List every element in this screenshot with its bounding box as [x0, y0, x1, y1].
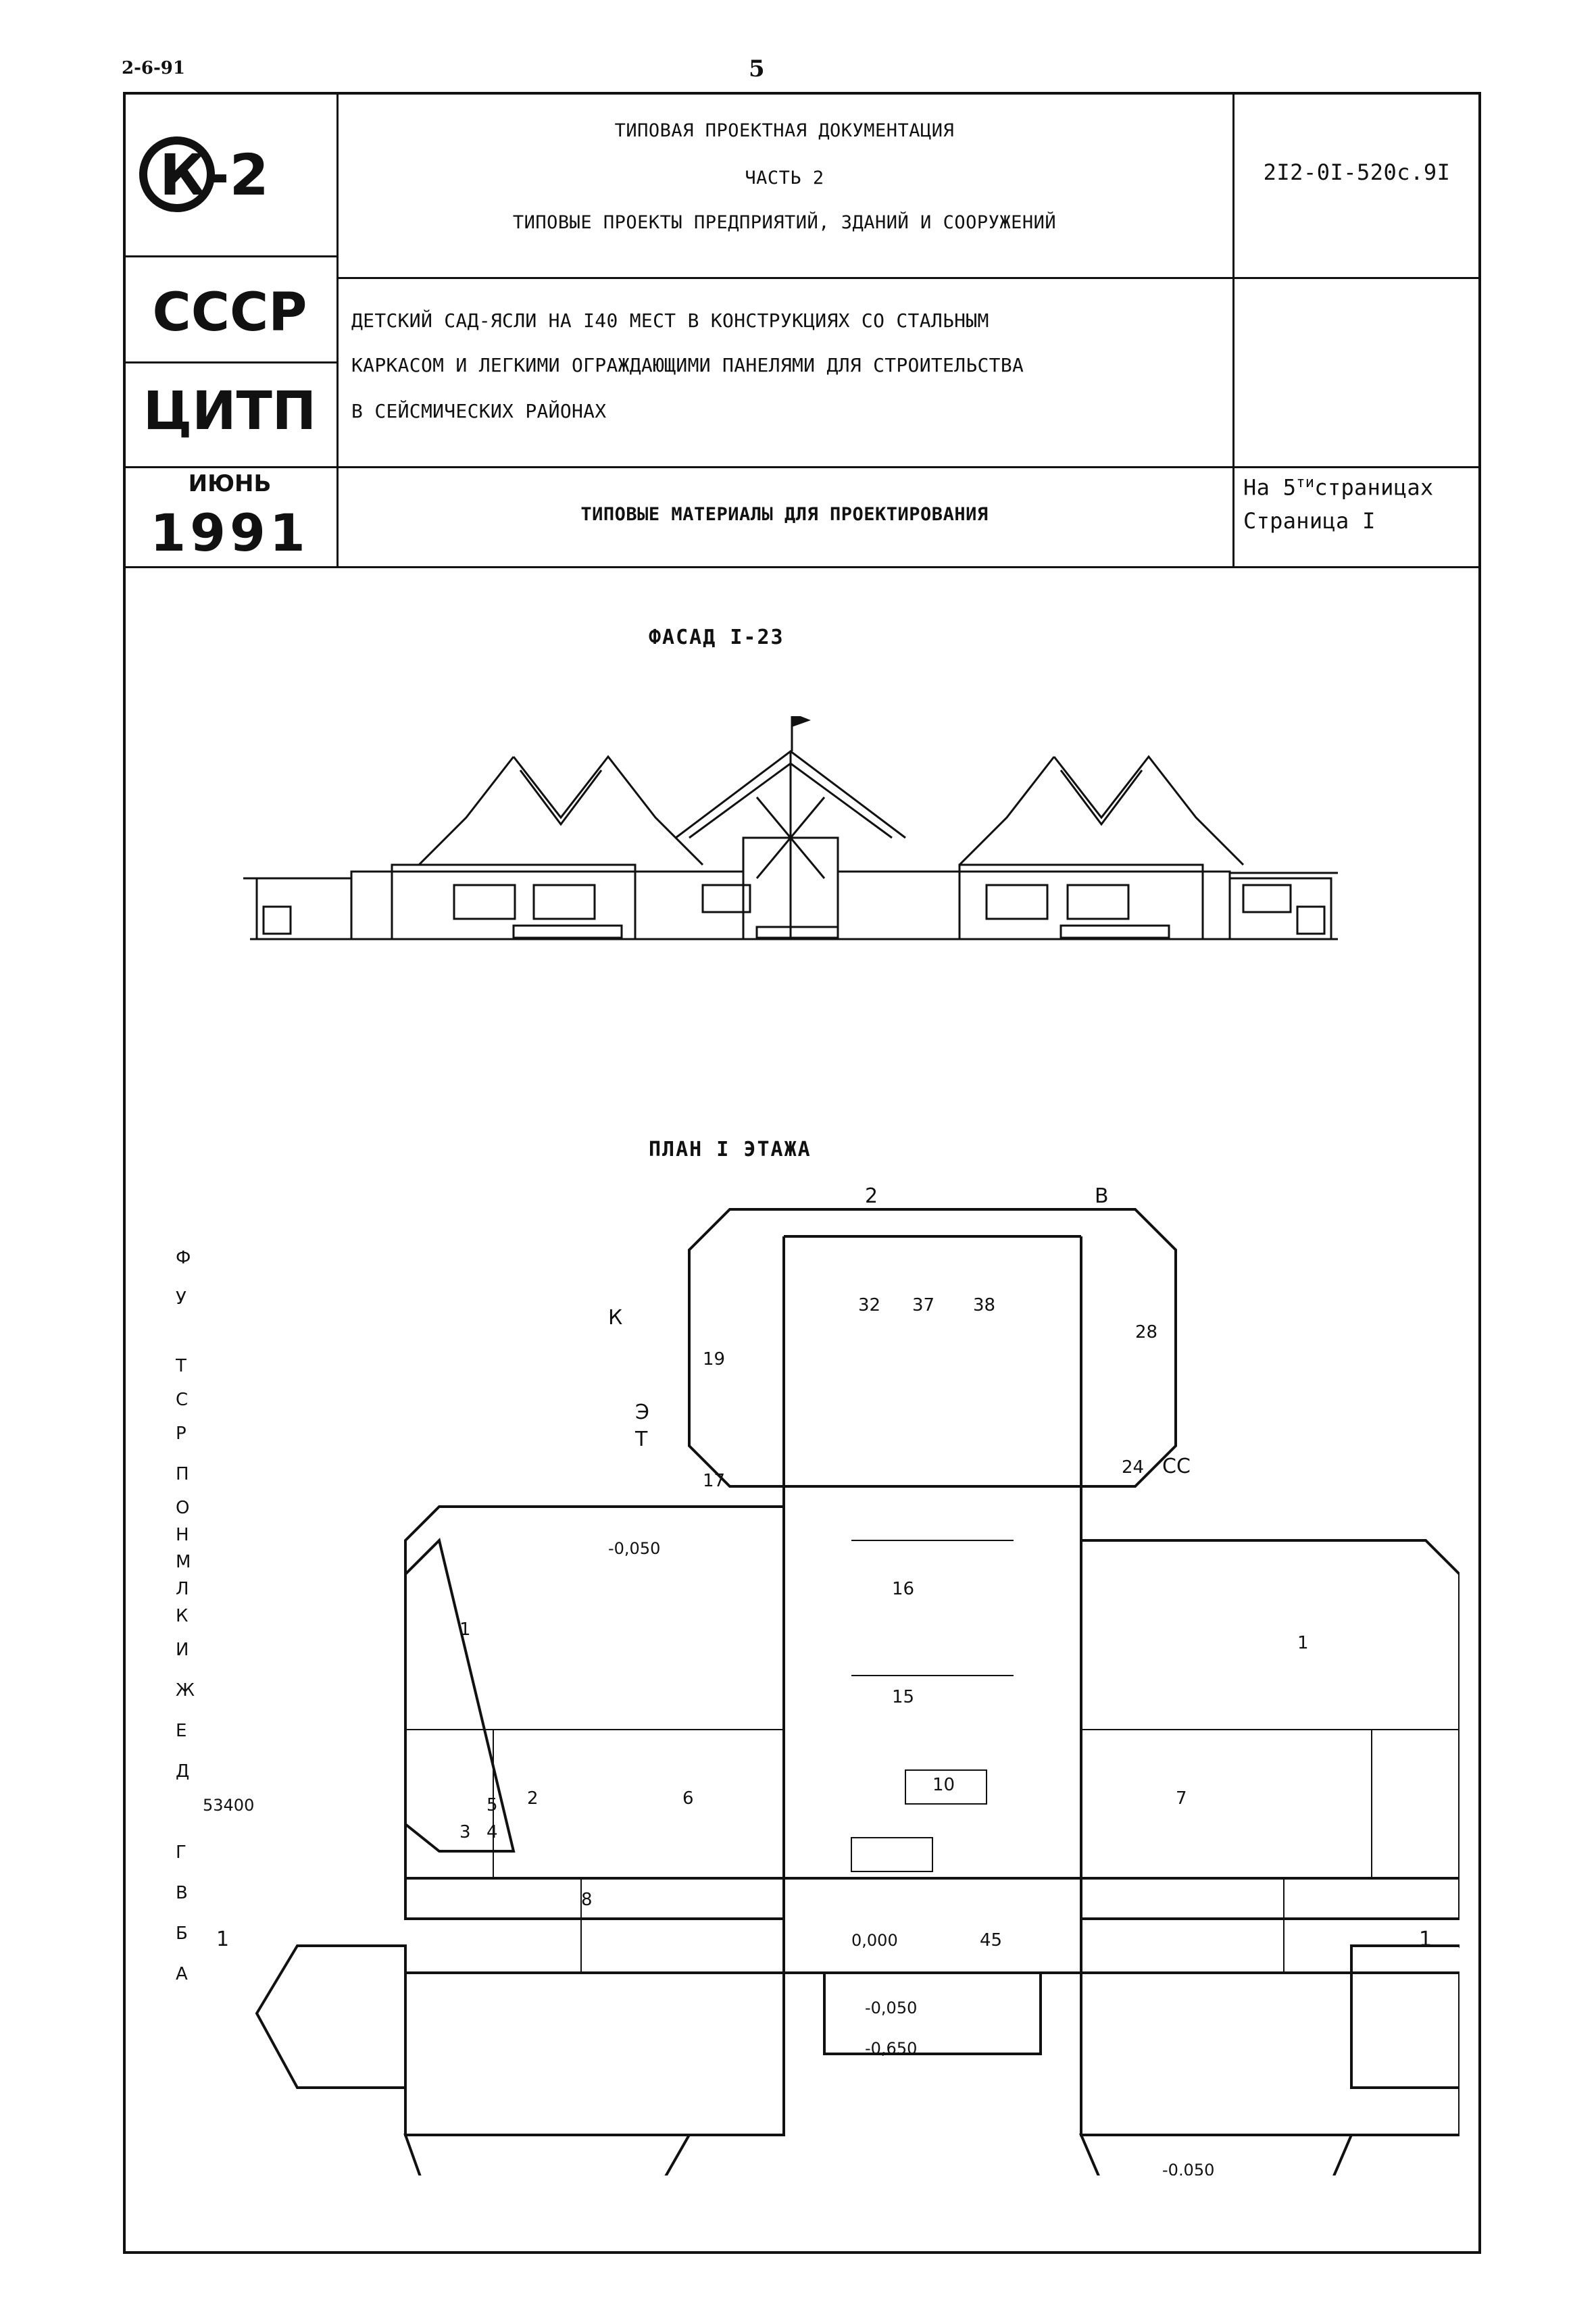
- room-2: 2: [527, 1788, 539, 1809]
- room-3: 3: [459, 1822, 471, 1842]
- axis-label: Б: [176, 1923, 188, 1944]
- room-37: 37: [912, 1295, 934, 1315]
- doc-part-line: ЧАСТЬ 2: [745, 168, 824, 188]
- divider: [336, 277, 1481, 279]
- org-label: ЦИТП: [143, 381, 317, 442]
- room-1-right: 1: [1297, 1633, 1309, 1653]
- label-sc: СС: [1162, 1455, 1191, 1478]
- axis-label: П: [176, 1464, 189, 1484]
- sheet-corner-code: 2-6-91: [122, 58, 185, 78]
- axis-label: И: [176, 1640, 189, 1660]
- section-marker-top: 2: [865, 1184, 878, 1208]
- room-32: 32: [858, 1295, 880, 1315]
- label-t: Т: [634, 1428, 648, 1451]
- project-title-line-1: ДЕТСКИЙ САД-ЯСЛИ НА I40 МЕСТ В КОНСТРУКЦ…: [351, 309, 989, 332]
- room-7: 7: [1176, 1788, 1187, 1809]
- page-label: Страница I: [1243, 508, 1376, 534]
- level-mark: -0,050: [1162, 2161, 1214, 2175]
- room-16: 16: [892, 1579, 914, 1599]
- room-15: 15: [892, 1687, 914, 1707]
- axis-label: Ф: [176, 1248, 191, 1268]
- room-10: 10: [932, 1775, 955, 1795]
- level-mark: 0,000: [851, 1931, 898, 1950]
- level-mark: -0,050: [865, 1998, 917, 2017]
- facade-elevation: [243, 716, 1338, 940]
- room-6: 6: [682, 1788, 694, 1809]
- level-mark: -0,050: [608, 1539, 660, 1558]
- room-45: 45: [980, 1930, 1002, 1951]
- axis-label: Л: [176, 1579, 189, 1599]
- axis-label: Д: [176, 1761, 189, 1782]
- divider: [123, 361, 336, 363]
- axis-label: У: [176, 1288, 186, 1309]
- axis-marker-left: 1: [216, 1928, 229, 1951]
- axis-label: Н: [176, 1525, 189, 1545]
- axis-label: С: [176, 1390, 188, 1410]
- sheet-frame: [123, 92, 1481, 2254]
- divider: [336, 92, 339, 566]
- plan-title: ПЛАН I ЭТАЖА: [649, 1138, 812, 1161]
- axis-marker-right: 1: [1419, 1928, 1432, 1951]
- room-24: 24: [1122, 1457, 1144, 1478]
- k2-logo: К-2: [139, 136, 269, 212]
- axis-label: А: [176, 1964, 188, 1984]
- entrance-k: К: [608, 1306, 622, 1330]
- axis-label: Ж: [176, 1680, 195, 1701]
- entrance-b: В: [1095, 1184, 1109, 1208]
- divider: [123, 566, 1481, 568]
- axis-label: О: [176, 1498, 189, 1518]
- facade-title: ФАСАД I-23: [649, 626, 784, 649]
- country-label: СССР: [152, 282, 307, 343]
- divider: [123, 466, 1481, 468]
- overall-dim: 53400: [203, 1796, 254, 1815]
- room-4: 4: [487, 1822, 498, 1842]
- room-17: 17: [703, 1471, 725, 1491]
- month-label: ИЮНЬ: [188, 470, 272, 497]
- year-label: 1991: [150, 503, 309, 563]
- divider: [1232, 92, 1235, 566]
- axis-label: Р: [176, 1424, 186, 1444]
- axis-label: В: [176, 1883, 188, 1903]
- page-count-suffix: ти: [1296, 474, 1315, 491]
- doc-series-line: ТИПОВЫЕ ПРОЕКТЫ ПРЕДПРИЯТИЙ, ЗДАНИЙ И СО…: [512, 212, 1057, 233]
- page-count-prefix: На 5: [1243, 474, 1297, 501]
- doc-type-line: ТИПОВАЯ ПРОЕКТНАЯ ДОКУМЕНТАЦИЯ: [614, 120, 955, 141]
- axis-label: К: [176, 1606, 188, 1626]
- axis-label: Т: [176, 1356, 186, 1376]
- page-number: 5: [749, 55, 765, 82]
- divider: [123, 255, 336, 257]
- materials-label: ТИПОВЫЕ МАТЕРИАЛЫ ДЛЯ ПРОЕКТИРОВАНИЯ: [580, 504, 989, 525]
- room-8: 8: [581, 1890, 593, 1910]
- project-title-line-3: В СЕЙСМИЧЕСКИХ РАЙОНАХ: [351, 400, 607, 422]
- room-38: 38: [973, 1295, 995, 1315]
- page-count-word: страницах: [1314, 474, 1434, 501]
- level-mark: -0,650: [865, 2039, 917, 2058]
- logo-letter: К-2: [159, 142, 269, 208]
- room-19: 19: [703, 1349, 725, 1369]
- label-e: Э: [635, 1401, 649, 1424]
- project-title-line-2: КАРКАСОМ И ЛЕГКИМИ ОГРАЖДАЮЩИМИ ПАНЕЛЯМИ…: [351, 354, 1024, 376]
- room-1: 1: [459, 1619, 471, 1640]
- page-count: На 5тистраницах: [1243, 474, 1433, 501]
- axis-label: М: [176, 1552, 191, 1572]
- axis-label: Г: [176, 1842, 186, 1863]
- doc-code: 2I2-0I-520с.9I: [1263, 159, 1451, 185]
- room-28: 28: [1135, 1322, 1157, 1342]
- axis-label: Е: [176, 1721, 186, 1741]
- floor-plan: 1 1 2 3 4 5 6 7 8 10 15 16 17 19 32 37 3…: [176, 1184, 1460, 2175]
- room-5: 5: [487, 1795, 498, 1815]
